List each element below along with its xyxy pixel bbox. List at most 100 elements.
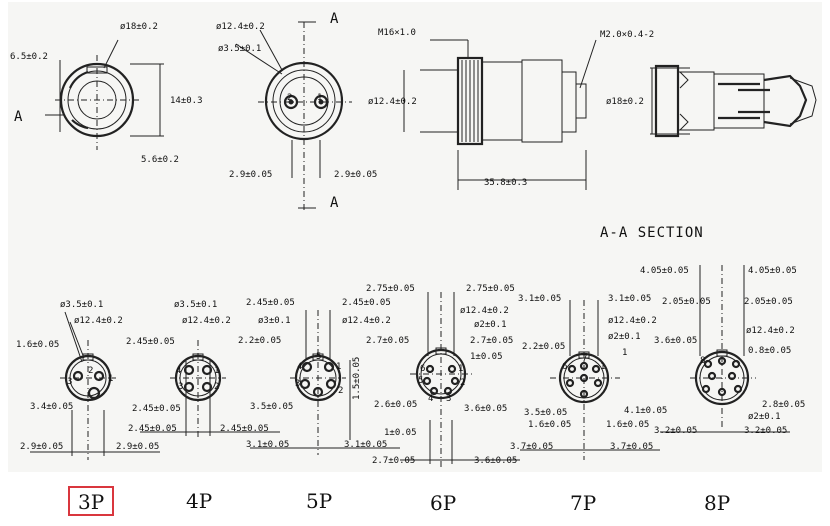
dim-label: 2.2±0.05 [522, 342, 566, 352]
dim-label: 2.45±0.05 [132, 404, 181, 414]
pin-number: 4 [428, 394, 434, 404]
connector-4p-drawing [140, 340, 280, 440]
pin-number: 6 [562, 362, 568, 372]
pin-number: 2 [214, 382, 220, 392]
pin-number: 5 [418, 376, 424, 386]
connector-8p-drawing [660, 265, 790, 433]
section-view [650, 64, 817, 138]
label-5p[interactable]: 5P [306, 489, 333, 513]
pin-number: 2 [338, 386, 344, 396]
dim-label: 2.75±0.05 [466, 284, 515, 294]
dim-label: ø12.4±0.2 [746, 326, 795, 336]
pin-number: 3 [67, 377, 73, 387]
dim-label: ø12.4±0.2 [216, 22, 265, 32]
label-3p[interactable]: 3P [68, 486, 115, 516]
section-marker: A [14, 109, 23, 125]
dim-label: ø3.5±0.1 [218, 44, 262, 54]
side-view [403, 39, 597, 190]
pin-number: 2 [287, 93, 293, 103]
pin-number: 1 [458, 364, 464, 374]
dim-label: 2.7±0.05 [366, 336, 410, 346]
pin-number: 1 [336, 362, 342, 372]
dim-label: 2.45±0.05 [220, 424, 269, 434]
dim-label: ø18±0.2 [606, 97, 644, 107]
label-6p[interactable]: 6P [430, 491, 457, 515]
dim-label: ø18±0.2 [120, 22, 158, 32]
pin-number: 3 [446, 394, 452, 404]
dim-label: ø3.5±0.1 [174, 300, 218, 310]
dim-label: ø2±0.1 [474, 320, 507, 330]
pin-number: 2 [88, 366, 94, 376]
dim-label: 35.8±0.3 [484, 178, 528, 188]
dim-label: 3.1±0.05 [344, 440, 388, 450]
dim-label: ø3.5±0.1 [60, 300, 104, 310]
label-7p[interactable]: 7P [570, 491, 597, 515]
section-title: A-A SECTION [600, 225, 704, 241]
dim-label: 3.7±0.05 [610, 442, 654, 452]
section-marker: A [330, 11, 339, 27]
pin-number: 7 [582, 354, 588, 364]
dim-label: ø12.4±0.2 [460, 306, 509, 316]
dim-label: M2.0×0.4-2 [600, 30, 655, 40]
dim-label: 1.6±0.05 [16, 340, 60, 350]
dim-label: 3.5±0.05 [250, 402, 294, 412]
dim-label: 0.8±0.05 [748, 346, 792, 356]
dim-label: 14±0.3 [170, 96, 203, 106]
pin-number: 1 [600, 362, 606, 372]
pin-number: 1 [317, 93, 323, 103]
pin-number: 1 [214, 366, 220, 376]
dim-label: ø12.4±0.2 [74, 316, 123, 326]
label-4p[interactable]: 4P [186, 489, 213, 513]
dim-label: 1±0.05 [384, 428, 417, 438]
dim-label: 2.05±0.05 [662, 297, 711, 307]
dim-label: 3.4±0.05 [30, 402, 74, 412]
dim-label: ø2±0.1 [748, 412, 781, 422]
dim-label: ø12.4±0.2 [368, 97, 417, 107]
dim-label: 3.2±0.05 [654, 426, 698, 436]
dim-label: ø12.4±0.2 [608, 316, 657, 326]
pin-number: 6 [420, 364, 426, 374]
dim-label: 4.1±0.05 [624, 406, 668, 416]
dim-label: 2.45±0.05 [126, 337, 175, 347]
dim-label: 1.5±0.05 [352, 356, 362, 400]
pin-number: 3 [178, 382, 184, 392]
dim-label: 3.1±0.05 [608, 294, 652, 304]
pin-number: 4 [176, 366, 182, 376]
dim-label: 2.45±0.05 [246, 298, 295, 308]
front-view-socket [235, 21, 352, 210]
dim-label: 3.1±0.05 [246, 440, 290, 450]
dim-label: 2.2±0.05 [238, 336, 282, 346]
dim-label: 4.05±0.05 [748, 266, 797, 276]
dim-label: 1±0.05 [470, 352, 503, 362]
dim-label: 3.6±0.05 [474, 456, 518, 466]
dim-label: 2.9±0.05 [334, 170, 378, 180]
dim-label: 2.75±0.05 [366, 284, 415, 294]
pin-number: 3 [295, 379, 301, 389]
dim-label: 3.6±0.05 [464, 404, 508, 414]
dim-label: 2.45±0.05 [342, 298, 391, 308]
dim-label: 2.7±0.05 [372, 456, 416, 466]
dim-label: 3.2±0.05 [744, 426, 788, 436]
pin-number: 2 [460, 378, 466, 388]
dim-label: 3.6±0.05 [654, 336, 698, 346]
pin-number: 8 [700, 356, 706, 366]
connector-7p-drawing [520, 300, 660, 460]
dim-label: 4.05±0.05 [640, 266, 689, 276]
connector-5p-drawing [250, 310, 400, 455]
pin-number: 5 [316, 352, 322, 362]
dim-label: 1 [622, 348, 628, 358]
dim-label: 3.1±0.05 [518, 294, 562, 304]
dim-label: M16×1.0 [378, 28, 416, 38]
dim-label: 2.9±0.05 [20, 442, 64, 452]
dim-label: 2.05±0.05 [744, 297, 793, 307]
connector-3p-drawing [30, 311, 160, 460]
pin-number: 1 [108, 374, 114, 384]
dim-label: ø12.4±0.2 [342, 316, 391, 326]
dim-label: 2.8±0.05 [762, 400, 806, 410]
dim-label: 1.6±0.05 [528, 420, 572, 430]
label-8p[interactable]: 8P [704, 491, 731, 515]
dim-label: ø12.4±0.2 [182, 316, 231, 326]
connector-6p-drawing [400, 292, 520, 470]
pin-number: 4 [297, 362, 303, 372]
